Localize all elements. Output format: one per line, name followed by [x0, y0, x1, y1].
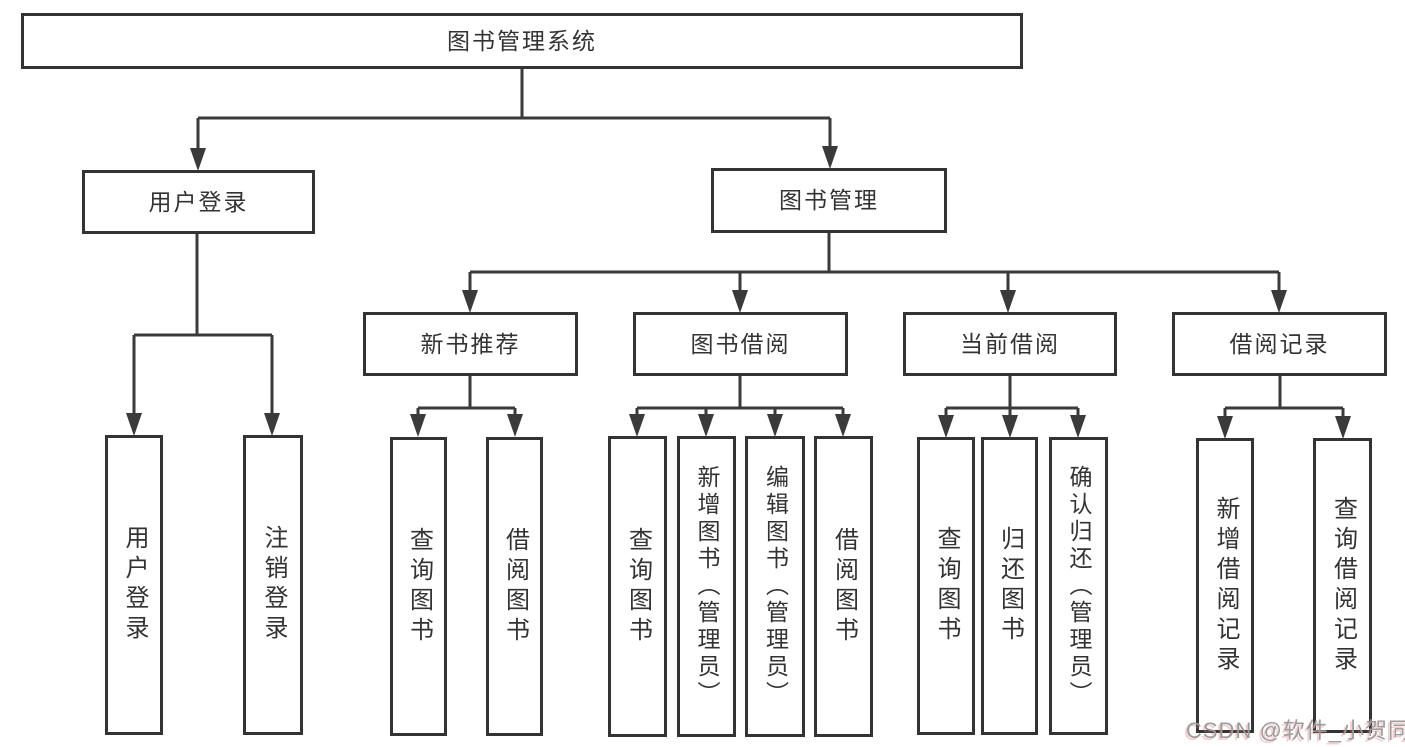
- arrowhead: [1070, 415, 1086, 438]
- edge-root-branch: [196, 69, 832, 150]
- arrowhead: [629, 414, 645, 437]
- arrowhead: [1002, 415, 1018, 438]
- arrowhead: [1271, 290, 1287, 313]
- arrowheads: [126, 146, 1351, 439]
- arrowhead: [190, 148, 206, 171]
- arrowhead: [507, 414, 523, 437]
- node-book-borrow: 图书借阅: [633, 312, 848, 376]
- edge-borrow-record-branch: [1223, 376, 1345, 418]
- arrowhead: [462, 290, 478, 313]
- edge-user-login-branch: [132, 234, 274, 415]
- node-borrow-record-label: 借阅记录: [1229, 330, 1330, 357]
- edge-book-mgmt-branch: [468, 233, 1281, 292]
- csdn-watermark: CSDN @软件_小贺同学: [1186, 718, 1405, 743]
- node-root: 图书管理系统: [21, 13, 1023, 69]
- arrowhead: [126, 413, 142, 436]
- leaf-newbook-query: 查询图书: [390, 437, 447, 736]
- arrowhead: [835, 414, 851, 437]
- node-root-label: 图书管理系统: [447, 27, 597, 54]
- arrowhead: [264, 413, 280, 436]
- leaf-label: 归还图书: [996, 526, 1024, 646]
- node-current-borrow-label: 当前借阅: [960, 330, 1060, 357]
- leaf-label: 编辑图书（管理员）: [762, 465, 789, 708]
- leaf-label: 新增借阅记录: [1212, 495, 1239, 676]
- arrowhead: [410, 414, 426, 437]
- leaf-record-query: 查询借阅记录: [1313, 438, 1372, 733]
- connector-strokes: [132, 69, 1345, 418]
- node-new-book: 新书推荐: [363, 312, 578, 376]
- arrowhead: [822, 146, 838, 169]
- edge-book-borrow-branch: [635, 376, 845, 416]
- node-new-book-label: 新书推荐: [420, 330, 521, 357]
- leaf-current-return: 归还图书: [981, 437, 1038, 735]
- leaf-label: 借阅图书: [830, 526, 858, 647]
- leaf-label: 确认归还（管理员）: [1066, 464, 1092, 708]
- node-user-login-label: 用户登录: [148, 188, 249, 215]
- arrowhead: [938, 415, 954, 438]
- leaf-label: 查询借阅记录: [1329, 495, 1357, 676]
- leaf-logout: 注销登录: [243, 435, 303, 735]
- leaf-newbook-borrow: 借阅图书: [486, 437, 543, 736]
- leaf-record-add: 新增借阅记录: [1196, 438, 1254, 733]
- node-user-login: 用户登录: [82, 170, 315, 234]
- leaf-label: 新增图书（管理员）: [694, 465, 720, 708]
- arrowhead: [1335, 416, 1351, 439]
- arrowhead: [1217, 416, 1233, 439]
- node-book-mgmt: 图书管理: [711, 168, 947, 233]
- arrowhead: [732, 290, 748, 313]
- leaf-label: 借阅图书: [501, 526, 529, 647]
- leaf-label: 查询图书: [933, 526, 960, 646]
- leaf-current-query: 查询图书: [917, 437, 975, 735]
- arrowhead: [698, 414, 714, 437]
- node-book-mgmt-label: 图书管理: [779, 187, 879, 213]
- node-book-borrow-label: 图书借阅: [690, 330, 791, 357]
- arrowhead: [767, 414, 783, 437]
- edge-current-borrow-branch: [944, 376, 1080, 417]
- leaf-current-confirm: 确认归还（管理员）: [1049, 437, 1108, 735]
- node-current-borrow: 当前借阅: [903, 312, 1117, 376]
- edge-new-book-branch: [416, 376, 517, 416]
- leaf-borrow-borrow: 借阅图书: [814, 436, 873, 737]
- leaf-borrow-add: 新增图书（管理员）: [677, 436, 736, 737]
- leaf-user-login: 用户登录: [105, 435, 163, 735]
- node-borrow-record: 借阅记录: [1172, 312, 1387, 376]
- leaf-label: 注销登录: [260, 525, 287, 645]
- leaf-borrow-edit: 编辑图书（管理员）: [745, 436, 805, 737]
- arrowhead: [1000, 290, 1016, 313]
- leaf-borrow-query: 查询图书: [608, 436, 667, 737]
- leaf-label: 查询图书: [405, 526, 433, 647]
- leaf-label: 用户登录: [121, 525, 148, 645]
- leaf-label: 查询图书: [624, 526, 652, 647]
